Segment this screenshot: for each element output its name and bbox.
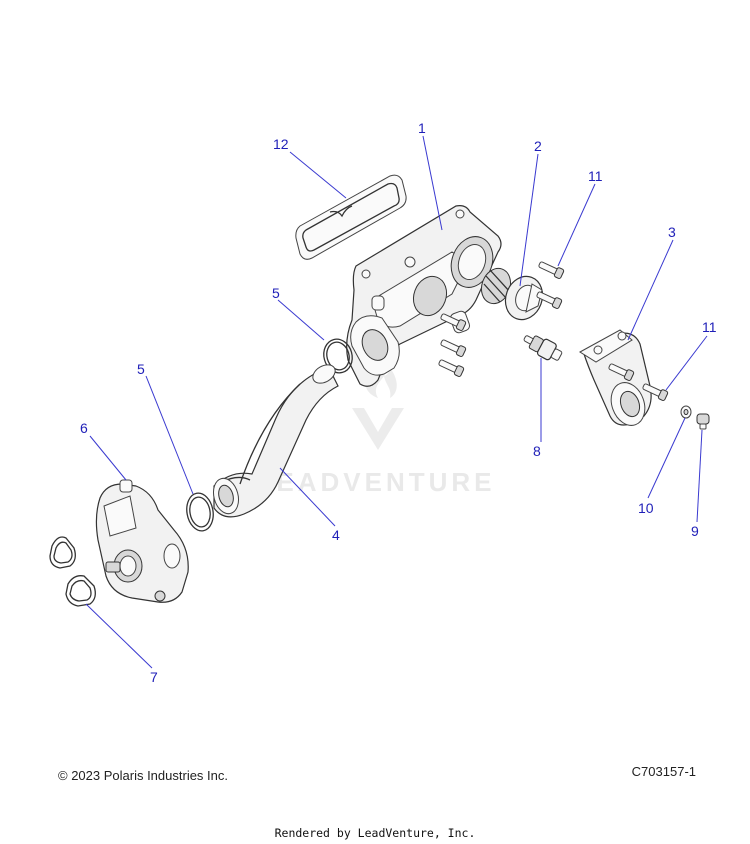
- copyright-text: © 2023 Polaris Industries Inc.: [58, 768, 228, 783]
- o-ring-part-5-upper: [323, 338, 353, 374]
- callout-8: 8: [533, 443, 541, 459]
- callout-7: 7: [150, 669, 158, 685]
- water-pump-part-6: [95, 479, 189, 603]
- bolts-part-11-right: [608, 363, 669, 401]
- leader-lines: [85, 135, 708, 669]
- callout-5-upper: 5: [272, 285, 280, 301]
- callout-9: 9: [691, 523, 699, 539]
- callout-10: 10: [638, 500, 654, 516]
- watermark-logo: LEADVENTURE: [256, 364, 495, 497]
- callout-12: 12: [273, 136, 289, 152]
- callout-3: 3: [668, 224, 676, 240]
- temperature-sensor-part-8: [523, 335, 563, 361]
- washer-part-10: [680, 405, 692, 419]
- thermostat-part-2: [480, 267, 544, 321]
- bolt-part-9: [696, 413, 710, 430]
- leader-6: [89, 435, 127, 481]
- leader-9: [696, 429, 703, 523]
- leader-7: [85, 603, 153, 669]
- rendered-by-text: Rendered by LeadVenture, Inc.: [274, 826, 476, 840]
- leader-1: [422, 135, 443, 231]
- callout-5-lower: 5: [137, 361, 145, 377]
- thermostat-housing-part-1: [346, 205, 502, 387]
- leader-11a: [557, 183, 596, 267]
- leader-3: [627, 239, 674, 341]
- leader-12: [289, 151, 347, 199]
- gaskets-part-7: [49, 536, 96, 607]
- leader-4: [279, 467, 336, 527]
- leader-11b: [665, 335, 708, 391]
- leader-5b: [145, 375, 194, 495]
- callout-labels: 1 2 3 4 5 5 6 7 8 9 10 11 11 12: [80, 120, 717, 685]
- leader-10: [647, 417, 686, 499]
- watermark-text: LEADVENTURE: [256, 467, 495, 497]
- bolts-part-11-upper: [438, 261, 565, 377]
- callout-4: 4: [332, 527, 340, 543]
- leader-2: [519, 153, 539, 287]
- o-ring-part-5-lower: [186, 492, 214, 532]
- diagram-part-code: C703157-1: [631, 764, 696, 779]
- callout-11-upper: 11: [588, 168, 603, 184]
- leader-5a: [277, 299, 325, 341]
- callout-1: 1: [418, 120, 426, 136]
- outlet-elbow-part-3: [579, 329, 652, 426]
- callout-11-right: 11: [702, 319, 717, 335]
- gasket-part-12: [295, 174, 407, 260]
- callout-2: 2: [534, 138, 542, 154]
- callout-6: 6: [80, 420, 88, 436]
- coolant-hose-part-4: [213, 364, 339, 518]
